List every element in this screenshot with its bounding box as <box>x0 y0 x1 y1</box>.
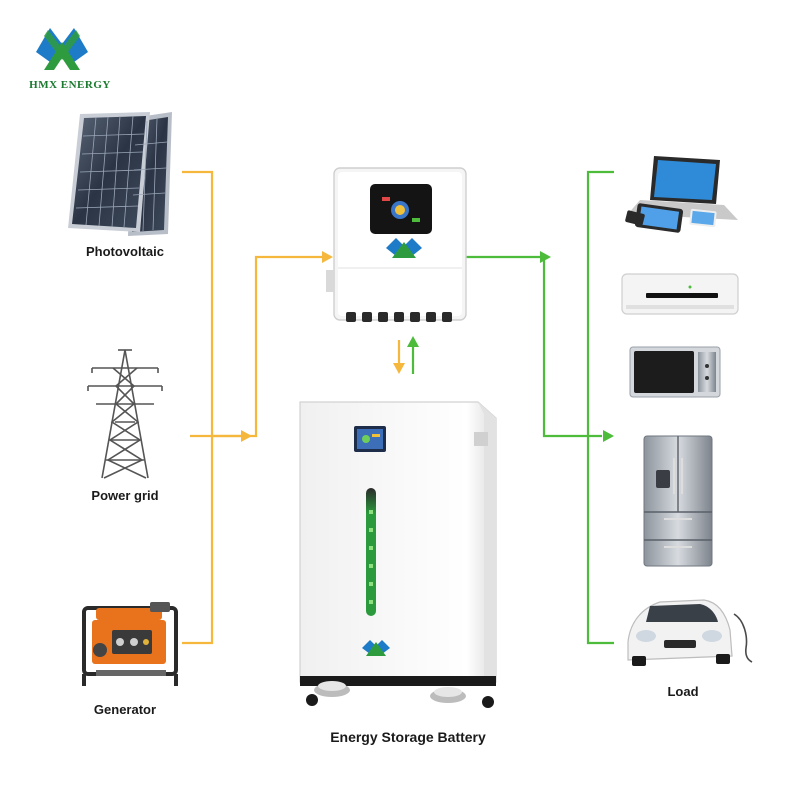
source-label-photovoltaic: Photovoltaic <box>85 244 164 259</box>
source-label-power-grid: Power grid <box>91 488 159 503</box>
output-arrows <box>540 251 614 442</box>
battery-cabinet-icon <box>299 401 497 708</box>
charge-discharge-arrows <box>393 336 419 374</box>
generator-icon <box>82 602 178 686</box>
load-label: Load <box>667 684 699 699</box>
refrigerator-icon <box>643 435 713 567</box>
electric-car-icon <box>627 599 753 666</box>
output-flow-lines <box>466 170 614 645</box>
hybrid-inverter-icon <box>326 167 467 322</box>
laptop-tablet-phone-icon <box>625 156 738 233</box>
solar-panel-icon <box>68 112 172 236</box>
input-flow-lines <box>182 170 322 645</box>
brand-logo <box>36 28 88 70</box>
microwave-icon <box>629 346 721 398</box>
air-conditioner-icon <box>621 273 739 315</box>
battery-label: Energy Storage Battery <box>330 729 486 745</box>
brand-name: HMX ENERGY <box>29 79 111 91</box>
source-label-generator: Generator <box>93 702 157 717</box>
transmission-tower-icon <box>87 349 163 479</box>
input-arrows <box>241 251 333 442</box>
